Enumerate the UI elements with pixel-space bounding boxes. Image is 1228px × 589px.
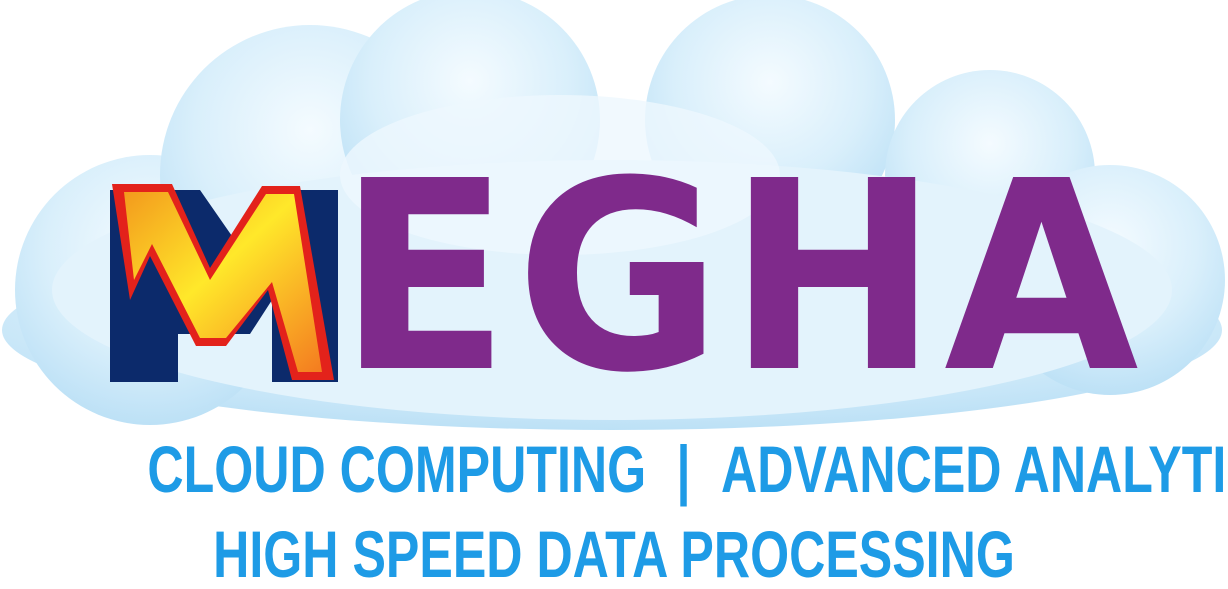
lightning-bolt-icon	[112, 184, 334, 380]
wordmark-text: EGHA	[338, 125, 1145, 430]
tagline-line-2: HIGH SPEED DATA PROCESSING	[213, 517, 1015, 589]
tagline-advanced-analytics: ADVANCED ANALYTICS	[720, 432, 1228, 506]
tagline-separator: |	[676, 432, 691, 506]
tagline-line-1: CLOUD COMPUTING | ADVANCED ANALYTICS	[147, 432, 1228, 506]
tagline-cloud-computing: CLOUD COMPUTING	[147, 432, 647, 506]
